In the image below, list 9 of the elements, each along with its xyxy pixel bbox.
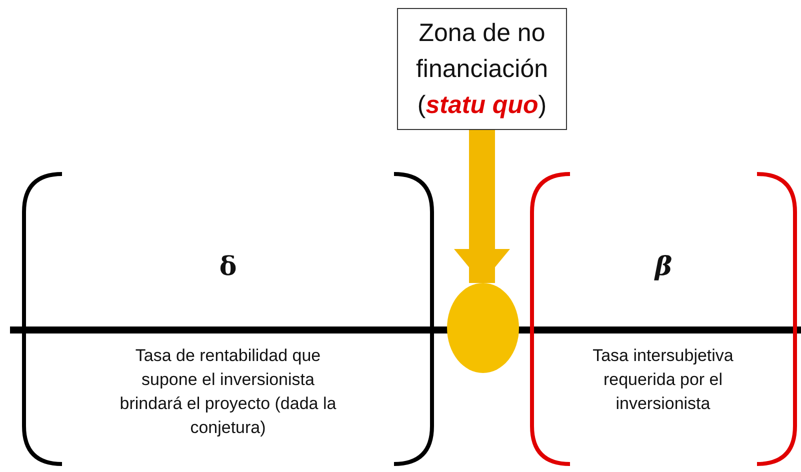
box-text: Zona de no financiación (statu quo): [414, 18, 550, 121]
description-text: Tasa intersubjetiva requerida por el inversionista: [592, 345, 734, 415]
text-box: [397, 8, 567, 130]
arrow: [454, 130, 510, 283]
greek-symbol: β: [653, 252, 674, 282]
bracket-range: [530, 172, 797, 466]
greek-symbol: δ: [218, 252, 238, 282]
bracket-range: [22, 172, 434, 466]
description-text: Tasa de rentabilidad que supone el inversionista brindará el proyecto (dada la conjetura): [118, 345, 338, 439]
